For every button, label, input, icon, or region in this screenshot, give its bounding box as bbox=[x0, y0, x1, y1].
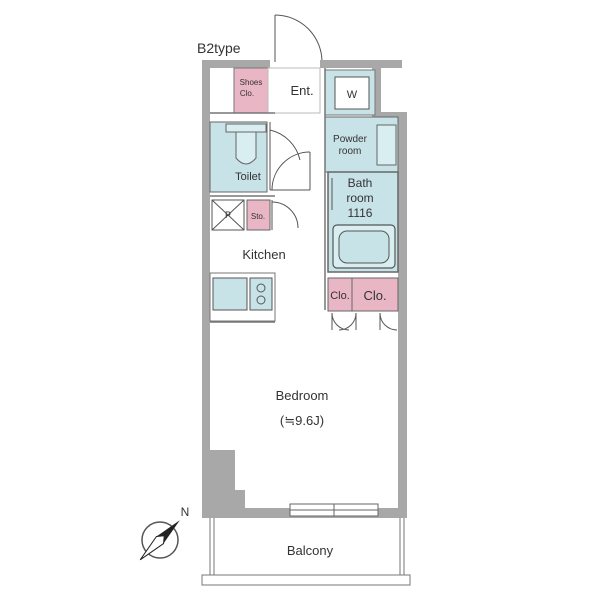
shoes-closet-label-2: Clo. bbox=[240, 89, 254, 98]
closet-doors bbox=[331, 312, 398, 331]
bedroom-size-label: (≒9.6J) bbox=[280, 413, 324, 428]
powder-room-label-1: Powder bbox=[333, 134, 368, 145]
kitchen-sink bbox=[212, 277, 248, 311]
storage-label: Sto. bbox=[251, 212, 265, 221]
plan-type-label: B2type bbox=[197, 40, 241, 56]
washer-label: W bbox=[347, 89, 358, 101]
hall-doors bbox=[269, 122, 311, 191]
balcony bbox=[201, 518, 411, 586]
powder-room-label-2: room bbox=[339, 146, 362, 157]
entrance-area bbox=[267, 67, 321, 114]
compass-north-label: N bbox=[181, 505, 190, 519]
bathroom-label-1: Bath bbox=[348, 176, 373, 190]
toilet-label: Toilet bbox=[235, 171, 261, 183]
toilet-bowl bbox=[235, 131, 257, 165]
shoes-closet-label-1: Shoes bbox=[240, 78, 263, 87]
balcony-label: Balcony bbox=[287, 543, 334, 558]
bedroom-label: Bedroom bbox=[276, 388, 329, 403]
kitchen-label: Kitchen bbox=[242, 247, 285, 262]
bathroom-label-2: room bbox=[346, 191, 373, 205]
entrance-door bbox=[274, 14, 323, 63]
compass-icon bbox=[139, 520, 180, 561]
washer-pan bbox=[334, 76, 370, 110]
closet-small-label: Clo. bbox=[330, 290, 350, 302]
closet-large-label: Clo. bbox=[363, 288, 386, 303]
closet-large bbox=[351, 277, 399, 312]
powder-sink bbox=[376, 124, 397, 166]
bathroom-label-3: 1116 bbox=[348, 206, 373, 220]
shoes-closet bbox=[233, 67, 269, 114]
interior-partitions bbox=[210, 68, 326, 323]
pipe-space-label: P bbox=[225, 210, 231, 220]
balcony-window bbox=[289, 503, 379, 517]
entrance-label: Ent. bbox=[290, 83, 313, 98]
storage-door bbox=[271, 200, 299, 230]
storage bbox=[246, 199, 271, 231]
kitchen-stove bbox=[249, 277, 273, 311]
